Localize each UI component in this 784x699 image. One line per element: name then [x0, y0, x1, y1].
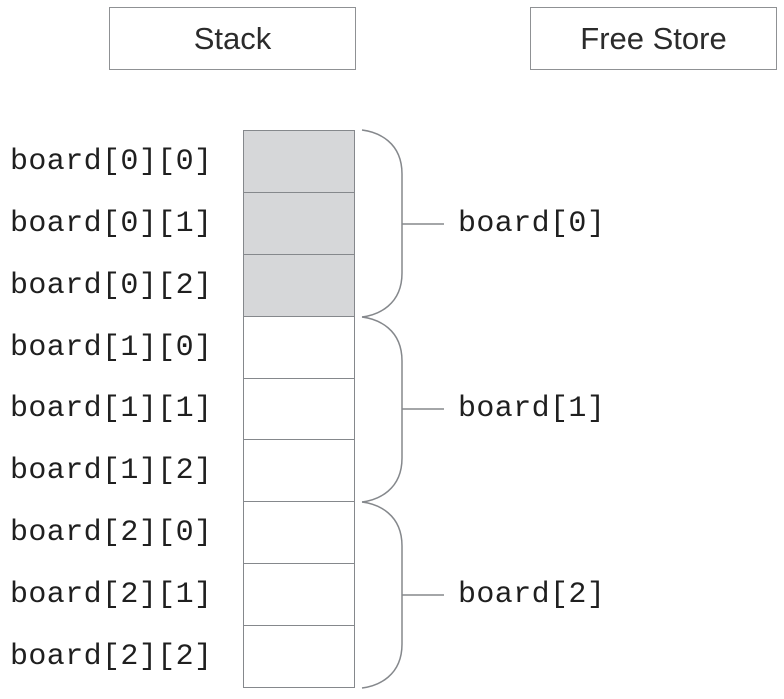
cell-label-2-2: board[2][2]: [10, 640, 213, 674]
cell-label-0-0: board[0][0]: [10, 145, 213, 179]
memory-cell: [244, 191, 354, 254]
memory-column: [243, 130, 355, 688]
free-store-label: Free Store: [580, 20, 727, 56]
cell-label-2-1: board[2][1]: [10, 578, 213, 612]
cell-label-0-1: board[0][1]: [10, 207, 213, 241]
brace-board-2: [361, 501, 403, 689]
group-label-board-2: board[2]: [458, 578, 606, 612]
memory-cell: [244, 625, 354, 688]
memory-cell: [244, 439, 354, 502]
brace-board-1: [361, 316, 403, 503]
memory-cell: [244, 315, 354, 378]
stack-label: Stack: [193, 20, 272, 56]
group-label-board-0: board[0]: [458, 207, 606, 241]
memory-cell: [244, 253, 354, 316]
cell-label-1-1: board[1][1]: [10, 392, 213, 426]
cell-label-1-0: board[1][0]: [10, 331, 213, 365]
stack-box: Stack: [109, 7, 356, 70]
memory-cell: [244, 563, 354, 626]
cell-label-0-2: board[0][2]: [10, 269, 213, 303]
memory-cell: [244, 377, 354, 440]
cell-label-2-0: board[2][0]: [10, 516, 213, 550]
brace-board-0: [361, 129, 403, 318]
memory-cell: [244, 501, 354, 564]
free-store-box: Free Store: [530, 7, 777, 70]
cell-label-1-2: board[1][2]: [10, 454, 213, 488]
memory-cell: [244, 131, 354, 192]
group-label-board-1: board[1]: [458, 392, 606, 426]
